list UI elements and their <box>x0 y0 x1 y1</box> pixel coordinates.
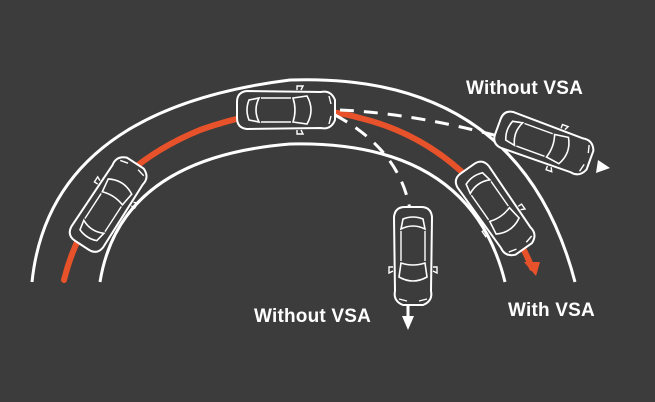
with-vsa-label: With VSA <box>508 300 595 321</box>
car-icon-oversteer <box>388 206 438 306</box>
inward-arrow-icon <box>402 316 414 330</box>
with-vsa-arrow-icon <box>524 262 540 276</box>
inner-road-edge <box>98 142 507 283</box>
without-vsa-label-top: Without VSA <box>466 78 584 99</box>
car-icon-top <box>236 85 336 135</box>
outward-arrow-icon <box>596 160 610 173</box>
without-vsa-label-bottom: Without VSA <box>254 306 372 327</box>
outer-road-edge <box>30 78 577 283</box>
